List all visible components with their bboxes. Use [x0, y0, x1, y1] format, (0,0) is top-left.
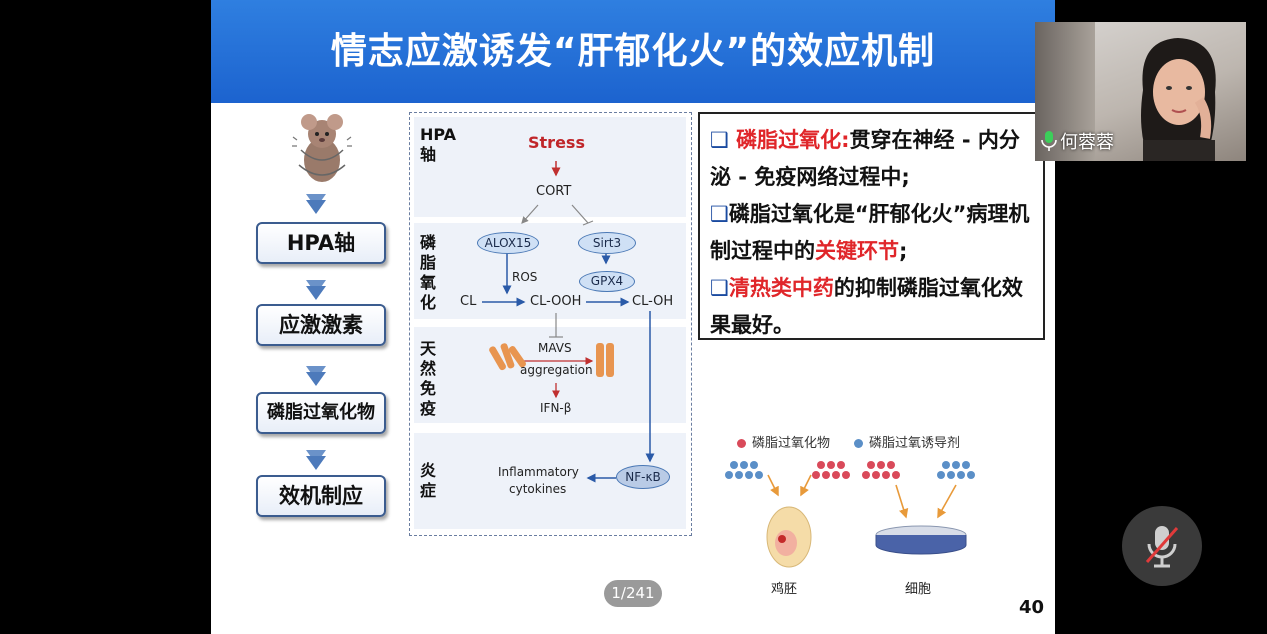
band-hpa: [414, 117, 686, 217]
key-point-1-text: 贯穿在神经 - 内分泌 - 免疫网络过程中;: [710, 128, 1020, 189]
cl-ooh-label: CL-OOH: [530, 294, 582, 309]
stress-label: Stress: [528, 133, 585, 152]
slide-title: 情志应激诱发“肝郁化火”的效应机制: [330, 31, 936, 72]
down-arrow-icon: [306, 280, 326, 300]
bullet-square-icon: ❑: [710, 202, 729, 226]
mic-muted-icon: [1145, 526, 1179, 568]
cell-dish-icon: [875, 525, 967, 555]
experiment-illustration: [725, 461, 975, 568]
bullet-square-icon: ❑: [710, 276, 729, 300]
cort-label: CORT: [536, 184, 572, 199]
cl-label: CL: [460, 294, 477, 309]
blue-dot-icon: [854, 439, 863, 448]
cytokines-label: cytokines: [509, 482, 567, 496]
title-banner: [211, 0, 1055, 103]
down-arrow-icon: [306, 366, 326, 386]
mavs-label: MAVS: [538, 341, 572, 355]
band-oxidation: [414, 223, 686, 319]
chick-embryo-icon: [766, 506, 812, 568]
step-phospholipid-peroxide: 磷脂过氧化物: [256, 392, 386, 434]
cell-label: 细胞: [905, 582, 932, 597]
ifn-beta-label: IFN-β: [540, 401, 572, 415]
key-point-2-tail: ;: [899, 239, 908, 263]
legend-peroxide: 磷脂过氧化物: [737, 432, 830, 451]
aggregation-label: aggregation: [520, 363, 593, 377]
down-arrow-icon: [306, 450, 326, 470]
nfkb-node: NF-κB: [616, 465, 670, 489]
page-indicator[interactable]: 1/241: [604, 580, 662, 607]
mute-toggle-button[interactable]: [1122, 506, 1202, 586]
mic-on-icon: [1041, 131, 1057, 151]
legend-inducer: 磷脂过氧诱导剂: [854, 432, 960, 451]
cl-oh-label: CL-OH: [632, 294, 674, 309]
step-effect-mechanism: 效机制应: [256, 475, 386, 517]
key-points-box: ❑ 磷脂过氧化:贯穿在神经 - 内分泌 - 免疫网络过程中; ❑磷脂过氧化是“肝…: [698, 112, 1045, 340]
key-point-2-text: 磷脂过氧化是“肝郁化火”病理机制过程中的: [710, 202, 1030, 263]
key-point-1: ❑ 磷脂过氧化:贯穿在神经 - 内分泌 - 免疫网络过程中;: [710, 122, 1035, 196]
legend-inducer-label: 磷脂过氧诱导剂: [869, 436, 961, 451]
pathway-arrows: [482, 161, 655, 483]
bullet-square-icon: ❑: [710, 128, 737, 152]
key-point-3: ❑清热类中药的抑制磷脂过氧化效果最好。: [710, 270, 1035, 344]
mavs-aggregate-icon: [596, 343, 614, 377]
section-label-inflammation: 炎症: [420, 461, 437, 500]
red-dot-icon: [737, 439, 746, 448]
inducer-dots-icon: [725, 461, 763, 479]
slide: 情志应激诱发“肝郁化火”的效应机制 HPA轴 应激激素 磷脂过氧化物 效机制应: [211, 0, 1055, 634]
inducer-dots-icon: [937, 461, 975, 479]
stressed-mouse-icon: [292, 114, 352, 182]
step-hpa-axis: HPA轴: [256, 222, 386, 264]
inflammatory-label: Inflammatory: [498, 465, 579, 479]
pathway-diagram: HPA轴 磷脂氧化 天然免疫 炎症: [409, 112, 692, 536]
slide-page-number: 40: [1019, 597, 1045, 618]
participant-video[interactable]: 何蓉蓉: [1035, 22, 1246, 161]
down-arrow-icon: [306, 194, 326, 214]
key-point-3-highlight: 清热类中药: [728, 276, 834, 300]
mavs-monomer-icon: [489, 343, 526, 371]
egg-label: 鸡胚: [771, 582, 798, 597]
peroxide-dots-icon: [812, 461, 850, 479]
participant-figure: [1141, 38, 1216, 161]
peroxide-dots-icon: [862, 461, 900, 479]
process-flow: HPA轴 应激激素 磷脂过氧化物 效机制应: [251, 110, 391, 530]
band-immune: [414, 327, 686, 423]
section-label-oxidation: 磷脂氧化: [420, 233, 437, 312]
step-stress-hormone: 应激激素: [256, 304, 386, 346]
key-point-1-highlight: 磷脂过氧化:: [736, 128, 850, 152]
key-point-3-text: 的抑制磷脂过氧化效果最好。: [710, 276, 1023, 337]
ros-label: ROS: [512, 270, 538, 284]
participant-name: 何蓉蓉: [1060, 132, 1114, 153]
section-label-immune: 天然免疫: [420, 339, 437, 418]
sirt3-node: Sirt3: [578, 232, 636, 254]
alox15-node: ALOX15: [477, 232, 539, 254]
key-point-2: ❑磷脂过氧化是“肝郁化火”病理机制过程中的关键环节;: [710, 196, 1035, 270]
gpx4-node: GPX4: [579, 271, 635, 292]
participant-label: 何蓉蓉: [1041, 130, 1114, 153]
legend-peroxide-label: 磷脂过氧化物: [752, 436, 831, 451]
key-point-2-highlight: 关键环节: [815, 239, 899, 263]
